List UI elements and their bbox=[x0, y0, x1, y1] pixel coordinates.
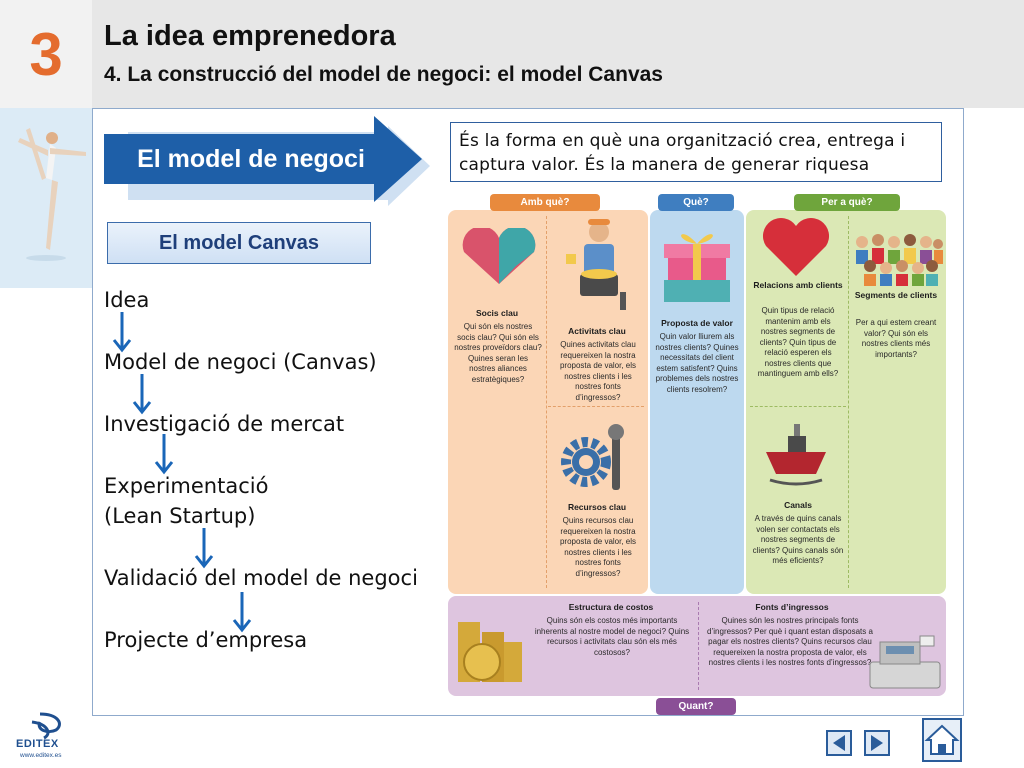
recursos-text: Quins recursos clau requereixen la nostr… bbox=[559, 516, 637, 578]
recursos-title: Recursos clau bbox=[567, 502, 627, 512]
segments-text: Per a qui estem creant valor? Qui són el… bbox=[855, 318, 937, 359]
arrow-down-icon bbox=[154, 434, 174, 475]
dashed-divider bbox=[848, 216, 849, 588]
logo-text: EDITEX bbox=[16, 738, 59, 750]
ingressos-title: Fonts d’ingressos bbox=[755, 602, 829, 612]
gear-wrench-icon bbox=[561, 424, 624, 490]
canals-title: Canals bbox=[784, 500, 812, 510]
purple-row bbox=[448, 596, 946, 696]
page-subtitle: 4. La construcció del model de negoci: e… bbox=[104, 63, 663, 86]
activitats-title: Activitats clau bbox=[568, 326, 626, 336]
editex-logo-icon bbox=[31, 712, 61, 740]
arrow-down-icon bbox=[194, 528, 214, 569]
canals-text: A través de quins canals volen ser conta… bbox=[752, 514, 844, 565]
arrow-left-icon bbox=[833, 735, 845, 751]
ship-icon bbox=[766, 424, 826, 486]
coins-icon bbox=[458, 622, 522, 682]
socis-title: Socis clau bbox=[475, 308, 519, 318]
step-model: Model de negoci (Canvas) bbox=[104, 350, 377, 374]
step-research: Investigació de mercat bbox=[104, 412, 345, 436]
costos-title: Estructura de costos bbox=[568, 602, 654, 612]
next-button[interactable] bbox=[864, 730, 890, 756]
dashed-divider bbox=[750, 406, 846, 407]
tab-how-much: Quant? bbox=[656, 698, 736, 715]
step-idea: Idea bbox=[104, 288, 150, 312]
page-title: La idea emprenedora bbox=[104, 20, 396, 52]
unit-number: 3 bbox=[29, 20, 63, 88]
dashed-divider bbox=[698, 602, 699, 690]
worker-icon bbox=[566, 219, 626, 310]
gift-icon bbox=[664, 234, 730, 302]
dashed-divider bbox=[546, 216, 547, 588]
segments-title: Segments de clients bbox=[854, 290, 938, 300]
dancer-image bbox=[0, 108, 92, 288]
step-lean: (Lean Startup) bbox=[104, 504, 256, 528]
ingressos-text: Quines són les nostres principals fonts … bbox=[707, 616, 873, 667]
tab-who: Per a què? bbox=[794, 194, 900, 211]
crowd-icon bbox=[856, 234, 943, 286]
handshake-heart-icon bbox=[462, 228, 536, 284]
step-validation: Validació del model de negoci bbox=[104, 566, 418, 590]
definition-box: És la forma en què una organització crea… bbox=[450, 122, 942, 182]
arrow-down-icon bbox=[132, 374, 152, 415]
arrow-right-icon bbox=[871, 735, 883, 751]
tab-what: Què? bbox=[658, 194, 734, 211]
tab-how: Amb què? bbox=[490, 194, 600, 211]
proposta-title: Proposta de valor bbox=[661, 318, 733, 328]
arrow-down-icon bbox=[112, 312, 132, 353]
step-project: Projecte d’empresa bbox=[104, 628, 308, 652]
unit-badge: 3 bbox=[0, 0, 92, 108]
home-button[interactable] bbox=[922, 718, 962, 762]
banner-arrow bbox=[104, 116, 422, 202]
step-experiment: Experimentació bbox=[104, 474, 269, 498]
header-bar bbox=[92, 0, 1024, 108]
home-icon bbox=[924, 724, 960, 755]
heart-icon bbox=[762, 217, 830, 276]
previous-button[interactable] bbox=[826, 730, 852, 756]
logo-url[interactable]: www.editex.es bbox=[20, 752, 62, 759]
canvas-label: El model Canvas bbox=[107, 222, 371, 264]
socis-text: Qui són els nostres socis clau? Qui són … bbox=[454, 322, 542, 384]
activitats-text: Quines activitats clau requereixen la no… bbox=[559, 340, 637, 402]
costos-text: Quins són els costos més importants inhe… bbox=[534, 616, 690, 657]
banner-title: El model de negoci bbox=[137, 144, 365, 173]
cash-register-icon bbox=[869, 635, 941, 689]
dashed-divider bbox=[548, 406, 644, 407]
relacions-text: Quin tipus de relació mantenim amb els n… bbox=[757, 306, 839, 378]
canvas-diagram: Amb què? Què? Per a què? Quant? Socis cl… bbox=[446, 192, 948, 716]
relacions-title: Relacions amb clients bbox=[753, 280, 843, 290]
arrow-down-icon bbox=[232, 592, 252, 633]
proposta-text: Quin valor lliurem als nostres clients? … bbox=[655, 332, 739, 394]
